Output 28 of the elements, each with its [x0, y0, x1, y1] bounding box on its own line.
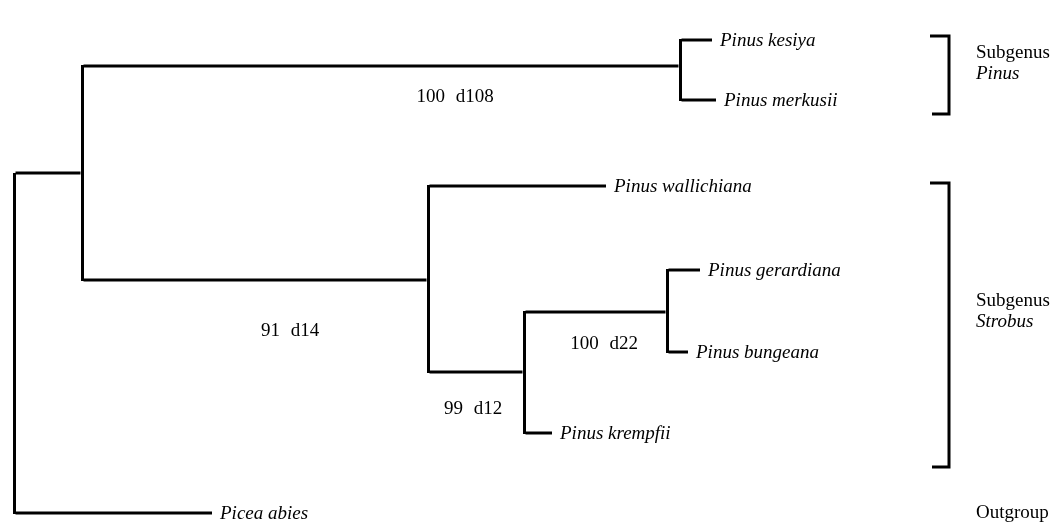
clade-label: Outgroup [976, 501, 1048, 522]
taxon-label: Pinus krempfii [560, 421, 671, 445]
taxon-label: Pinus merkusii [724, 88, 838, 112]
branch-node-line [426, 185, 430, 373]
taxon-label: Pinus bungeana [696, 340, 819, 364]
clade-label: Subgenus Strobus [976, 289, 1048, 331]
branch-line [429, 370, 523, 374]
branch-line [681, 98, 716, 102]
branch-node-line [678, 39, 682, 101]
branch-line [83, 64, 679, 68]
branch-line [681, 38, 712, 42]
branch-node-line [80, 65, 84, 281]
branch-node-line [12, 173, 16, 514]
taxon-label: Picea abies [220, 501, 309, 525]
branch-line [668, 268, 700, 272]
branch-node-line [522, 311, 526, 434]
branch-line [15, 511, 212, 515]
branch-node-line [665, 269, 669, 353]
branch-line [668, 350, 688, 354]
branch-line [525, 431, 552, 435]
branch-line [429, 184, 606, 188]
taxon-label: Pinus wallichiana [614, 174, 752, 198]
taxon-label: Pinus gerardiana [708, 258, 841, 282]
branch-line [525, 310, 666, 314]
branch-line [83, 278, 427, 282]
branch-line [15, 171, 81, 175]
taxon-label: Pinus kesiya [720, 28, 816, 52]
clade-label: Subgenus Pinus [976, 41, 1048, 83]
